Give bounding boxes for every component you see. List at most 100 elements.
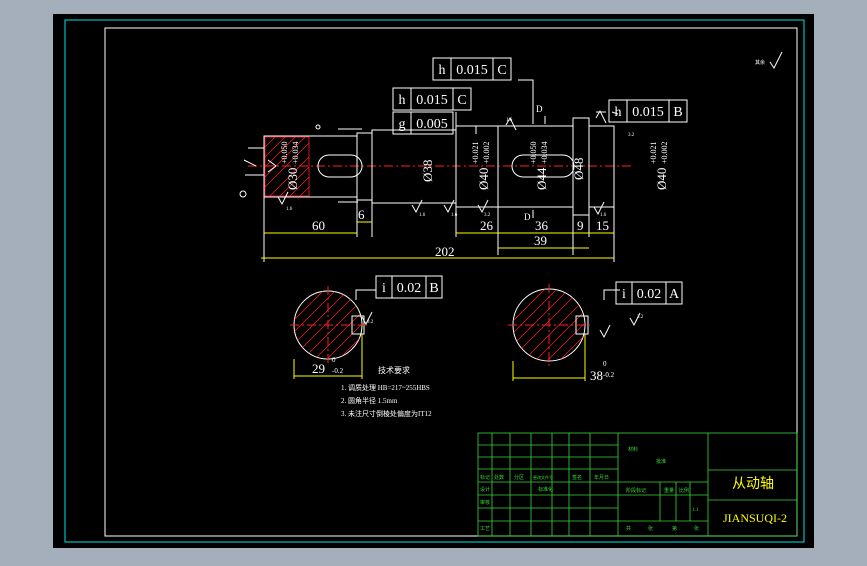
tolerance-frame-cell: B bbox=[673, 105, 682, 120]
svg-text:批准: 批准 bbox=[656, 458, 666, 465]
svg-text:Ø44: Ø44 bbox=[534, 167, 549, 190]
svg-text:Ø48: Ø48 bbox=[571, 158, 586, 180]
tech-req-item: 3. 未注尺寸倒棱处偏度为IT12 bbox=[341, 409, 432, 418]
section-view-1: 29 0 -0.2 3.2 bbox=[290, 286, 376, 379]
tolerance-frame-cell: A bbox=[669, 287, 680, 302]
dim-d44: Ø44 +0.050 +0.034 bbox=[529, 141, 549, 190]
dim-d40: Ø40 +0.021 +0.002 bbox=[471, 141, 491, 190]
svg-text:Ø40: Ø40 bbox=[476, 168, 491, 190]
dim-d48: Ø48 bbox=[571, 158, 586, 180]
svg-text:签名: 签名 bbox=[572, 474, 582, 481]
keyway-1 bbox=[317, 154, 363, 178]
dim-60: 60 bbox=[312, 218, 325, 233]
tolerance-frame-cell: 0.02 bbox=[397, 281, 422, 296]
tolerance-frame-cell: C bbox=[497, 63, 506, 78]
svg-text:+0.050: +0.050 bbox=[280, 141, 289, 164]
tolerance-frame: i 0.02 B bbox=[375, 275, 443, 299]
svg-text:1:1: 1:1 bbox=[692, 508, 699, 513]
dim-202: 202 bbox=[435, 244, 455, 259]
dim-15: 15 bbox=[596, 218, 609, 233]
dim-6: 6 bbox=[358, 207, 365, 222]
dim-d40-right: Ø40 +0.021 +0.002 bbox=[649, 141, 669, 190]
svg-text:张: 张 bbox=[648, 525, 653, 532]
svg-text:+0.034: +0.034 bbox=[291, 141, 300, 164]
svg-text:标准化: 标准化 bbox=[538, 486, 553, 493]
svg-text:第: 第 bbox=[672, 525, 677, 532]
tolerance-frame: h 0.015 C bbox=[392, 87, 472, 111]
tolerance-frame-cell: C bbox=[457, 93, 466, 108]
tolerance-frame-cell: B bbox=[429, 281, 438, 296]
drawing-number: JIANSUQI-2 bbox=[723, 511, 787, 525]
tolerance-frame: h 0.015 B bbox=[608, 99, 688, 123]
svg-text:+0.021: +0.021 bbox=[649, 141, 658, 164]
svg-text:材料: 材料 bbox=[628, 446, 638, 453]
tech-req-item: 1. 调质处理 HB=217~255HBS bbox=[341, 383, 430, 392]
svg-text:Ø38: Ø38 bbox=[420, 160, 435, 182]
svg-text:1.6: 1.6 bbox=[419, 213, 426, 218]
svg-text:1.6: 1.6 bbox=[600, 213, 607, 218]
svg-text:阶段标记: 阶段标记 bbox=[626, 487, 646, 494]
section-mark-top: D bbox=[536, 104, 543, 114]
svg-text:更改文件号: 更改文件号 bbox=[533, 474, 553, 480]
svg-text:Ø40: Ø40 bbox=[654, 168, 669, 190]
title-block: 标记 处数 分区 更改文件号 签名 年月日 设计 审核 工艺 标准化 材料 批准… bbox=[477, 432, 798, 537]
svg-text:0: 0 bbox=[603, 360, 607, 368]
tolerance-frame-cell: i bbox=[382, 281, 386, 296]
svg-text:+0.021: +0.021 bbox=[471, 141, 480, 164]
svg-text:标记: 标记 bbox=[480, 474, 490, 481]
svg-text:+0.034: +0.034 bbox=[540, 141, 549, 164]
dim-d38: Ø38 bbox=[420, 160, 435, 182]
svg-text:1.6: 1.6 bbox=[286, 207, 293, 212]
svg-text:29: 29 bbox=[312, 361, 325, 376]
svg-text:张: 张 bbox=[694, 525, 699, 532]
svg-text:设计: 设计 bbox=[480, 486, 490, 493]
svg-text:3.2: 3.2 bbox=[637, 315, 644, 320]
svg-text:分区: 分区 bbox=[514, 474, 524, 481]
svg-text:Ø30: Ø30 bbox=[285, 168, 300, 190]
svg-text:0: 0 bbox=[332, 356, 336, 364]
svg-text:+0.002: +0.002 bbox=[482, 141, 491, 164]
corner-roughness-note: 其余 bbox=[755, 51, 783, 69]
tolerance-frame-cell: h bbox=[399, 93, 406, 108]
keyway-2 bbox=[511, 154, 575, 178]
shaft-main-view: 60 6 26 36 39 9 15 202 Ø30 +0.050 +0.034… bbox=[239, 79, 669, 262]
tolerance-frame: g 0.005 bbox=[392, 111, 454, 135]
tolerance-frame-cell: 0.015 bbox=[632, 105, 664, 120]
svg-text:其余: 其余 bbox=[755, 59, 765, 66]
svg-text:审核: 审核 bbox=[480, 499, 490, 506]
svg-text:3.2: 3.2 bbox=[628, 133, 635, 138]
tolerance-frame-cell: h bbox=[615, 105, 622, 120]
sheet-inner-border bbox=[104, 27, 798, 537]
tolerance-frame-cell: 0.015 bbox=[416, 93, 448, 108]
svg-text:比例: 比例 bbox=[679, 487, 689, 494]
sheet-outer-border bbox=[64, 19, 805, 543]
svg-text:1.6: 1.6 bbox=[451, 213, 458, 218]
tech-req-title: 技术要求 bbox=[378, 365, 410, 375]
tech-req-item: 2. 圆角半径 1.5mm bbox=[341, 396, 398, 405]
technical-requirements: 技术要求 1. 调质处理 HB=217~255HBS 2. 圆角半径 1.5mm… bbox=[341, 365, 432, 418]
dim-36: 36 bbox=[535, 218, 549, 233]
hatch-left-end bbox=[264, 136, 310, 197]
svg-text:重量: 重量 bbox=[664, 487, 674, 494]
svg-text:38: 38 bbox=[590, 368, 603, 383]
svg-text:3.2: 3.2 bbox=[484, 213, 491, 218]
drawing-title: 从动轴 bbox=[732, 476, 774, 492]
tolerance-frame-cell: i bbox=[622, 287, 626, 302]
svg-text:+0.002: +0.002 bbox=[660, 141, 669, 164]
svg-text:1.6: 1.6 bbox=[506, 118, 513, 123]
roughness-symbols bbox=[277, 109, 607, 216]
dim-26: 26 bbox=[480, 218, 494, 233]
svg-text:处数: 处数 bbox=[494, 474, 504, 481]
tolerance-frame-cell: g bbox=[399, 117, 406, 132]
dim-d30: Ø30 +0.050 +0.034 bbox=[280, 141, 300, 190]
tolerance-frame-cell: h bbox=[439, 63, 446, 78]
tolerance-frame-cell: 0.005 bbox=[416, 117, 448, 132]
dim-39: 39 bbox=[534, 233, 547, 248]
svg-text:+0.050: +0.050 bbox=[529, 141, 538, 164]
dim-9: 9 bbox=[577, 218, 584, 233]
